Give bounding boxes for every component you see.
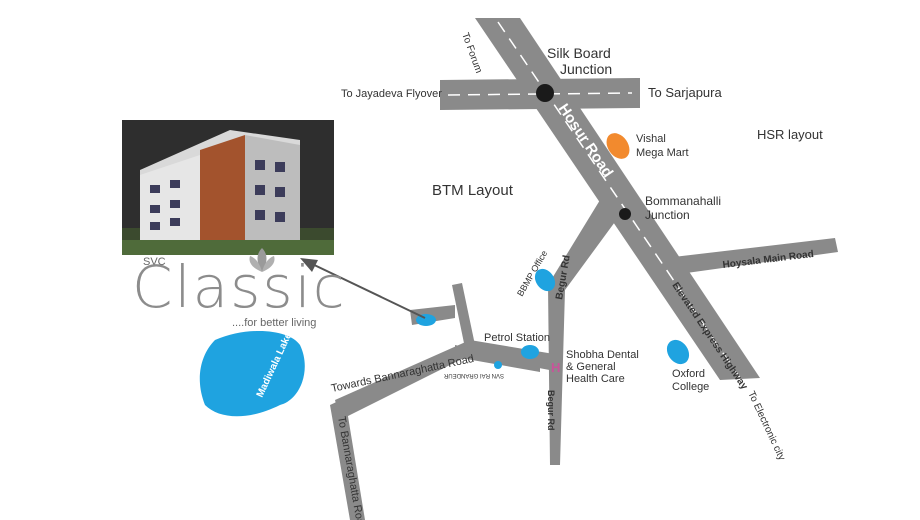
to-electronic-city-label: To Electronic city bbox=[745, 390, 787, 463]
bbmp-marker bbox=[534, 268, 556, 292]
madiwala-lake bbox=[199, 330, 305, 417]
shobha-label-1: Shobha Dental bbox=[566, 349, 639, 361]
petrol-marker bbox=[521, 345, 539, 359]
oxford-label-1: Oxford bbox=[672, 368, 705, 380]
btm-layout-label: BTM Layout bbox=[432, 182, 514, 199]
hoysala-road bbox=[665, 238, 838, 275]
vishal-marker bbox=[606, 133, 630, 159]
oxford-marker bbox=[666, 339, 690, 365]
to-sarjapura-label: To Sarjapura bbox=[648, 85, 722, 100]
arrow-head-icon bbox=[300, 258, 318, 272]
oxford-label-2: College bbox=[672, 381, 709, 393]
bannaraghatta-vertical bbox=[330, 398, 365, 520]
svn-rai-label: SVN RAI GRANDEUR bbox=[443, 372, 504, 378]
brand-logo-text: Classic bbox=[132, 253, 347, 321]
begur-road bbox=[548, 200, 620, 465]
roads bbox=[330, 18, 838, 520]
vishal-label-1: Vishal bbox=[636, 133, 666, 145]
shobha-label-3: Health Care bbox=[566, 373, 625, 385]
to-bannaraghatta-label: To Bannaraghatta Road bbox=[335, 415, 367, 520]
bommanahalli-label-2: Junction bbox=[645, 208, 690, 222]
arrow-line bbox=[307, 261, 426, 319]
hospital-symbol: H bbox=[551, 360, 560, 375]
brand-small-text: SVC bbox=[143, 256, 166, 268]
shobha-label-2: & General bbox=[566, 361, 616, 373]
hsr-layout-label: HSR layout bbox=[757, 127, 823, 142]
bommanahalli-junction-dot bbox=[619, 208, 631, 220]
bommanahalli-label-1: Bommanahalli bbox=[645, 194, 721, 208]
petrol-station-label: Petrol Station bbox=[484, 332, 550, 344]
building-illustration bbox=[122, 120, 334, 255]
silk-board-label-2: Junction bbox=[560, 61, 612, 77]
leaf-logo-icon bbox=[249, 248, 275, 272]
silk-board-junction-dot bbox=[536, 84, 554, 102]
to-forum-label: To Forum bbox=[459, 31, 484, 74]
begur-rd-lower-label: Begur Rd bbox=[546, 390, 556, 431]
svn-marker bbox=[494, 361, 502, 369]
to-jayadeva-label: To Jayadeva Flyover bbox=[341, 88, 442, 100]
silk-board-label-1: Silk Board bbox=[547, 45, 611, 61]
brand-tagline: ....for better living bbox=[232, 317, 317, 329]
vishal-label-2: Mega Mart bbox=[636, 147, 689, 159]
